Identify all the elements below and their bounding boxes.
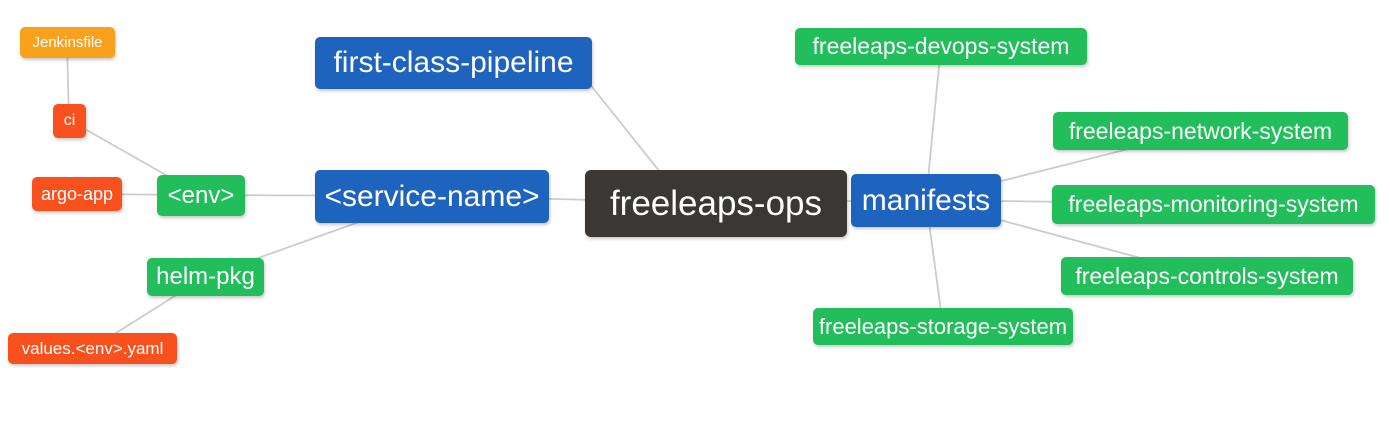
node-freeleaps-ops[interactable]: freeleaps-ops (585, 170, 847, 237)
node-service-name[interactable]: <service-name> (315, 170, 549, 223)
node-controls-system[interactable]: freeleaps-controls-system (1061, 257, 1353, 295)
edge-pipeline-freeleaps-ops (584, 77, 669, 183)
node-storage-system[interactable]: freeleaps-storage-system (813, 308, 1073, 345)
node-env[interactable]: <env> (157, 175, 245, 216)
node-helm-pkg[interactable]: helm-pkg (147, 258, 264, 296)
node-monitoring-system[interactable]: freeleaps-monitoring-system (1052, 185, 1375, 224)
node-values-env-yaml[interactable]: values.<env>.yaml (8, 333, 177, 364)
node-devops-system[interactable]: freeleaps-devops-system (795, 28, 1087, 65)
node-ci[interactable]: ci (53, 104, 86, 138)
node-argo-app[interactable]: argo-app (32, 177, 122, 211)
node-first-class-pipeline[interactable]: first-class-pipeline (315, 37, 592, 89)
node-manifests[interactable]: manifests (851, 174, 1001, 227)
node-network-system[interactable]: freeleaps-network-system (1053, 112, 1348, 150)
node-jenkinsfile[interactable]: Jenkinsfile (20, 27, 115, 58)
